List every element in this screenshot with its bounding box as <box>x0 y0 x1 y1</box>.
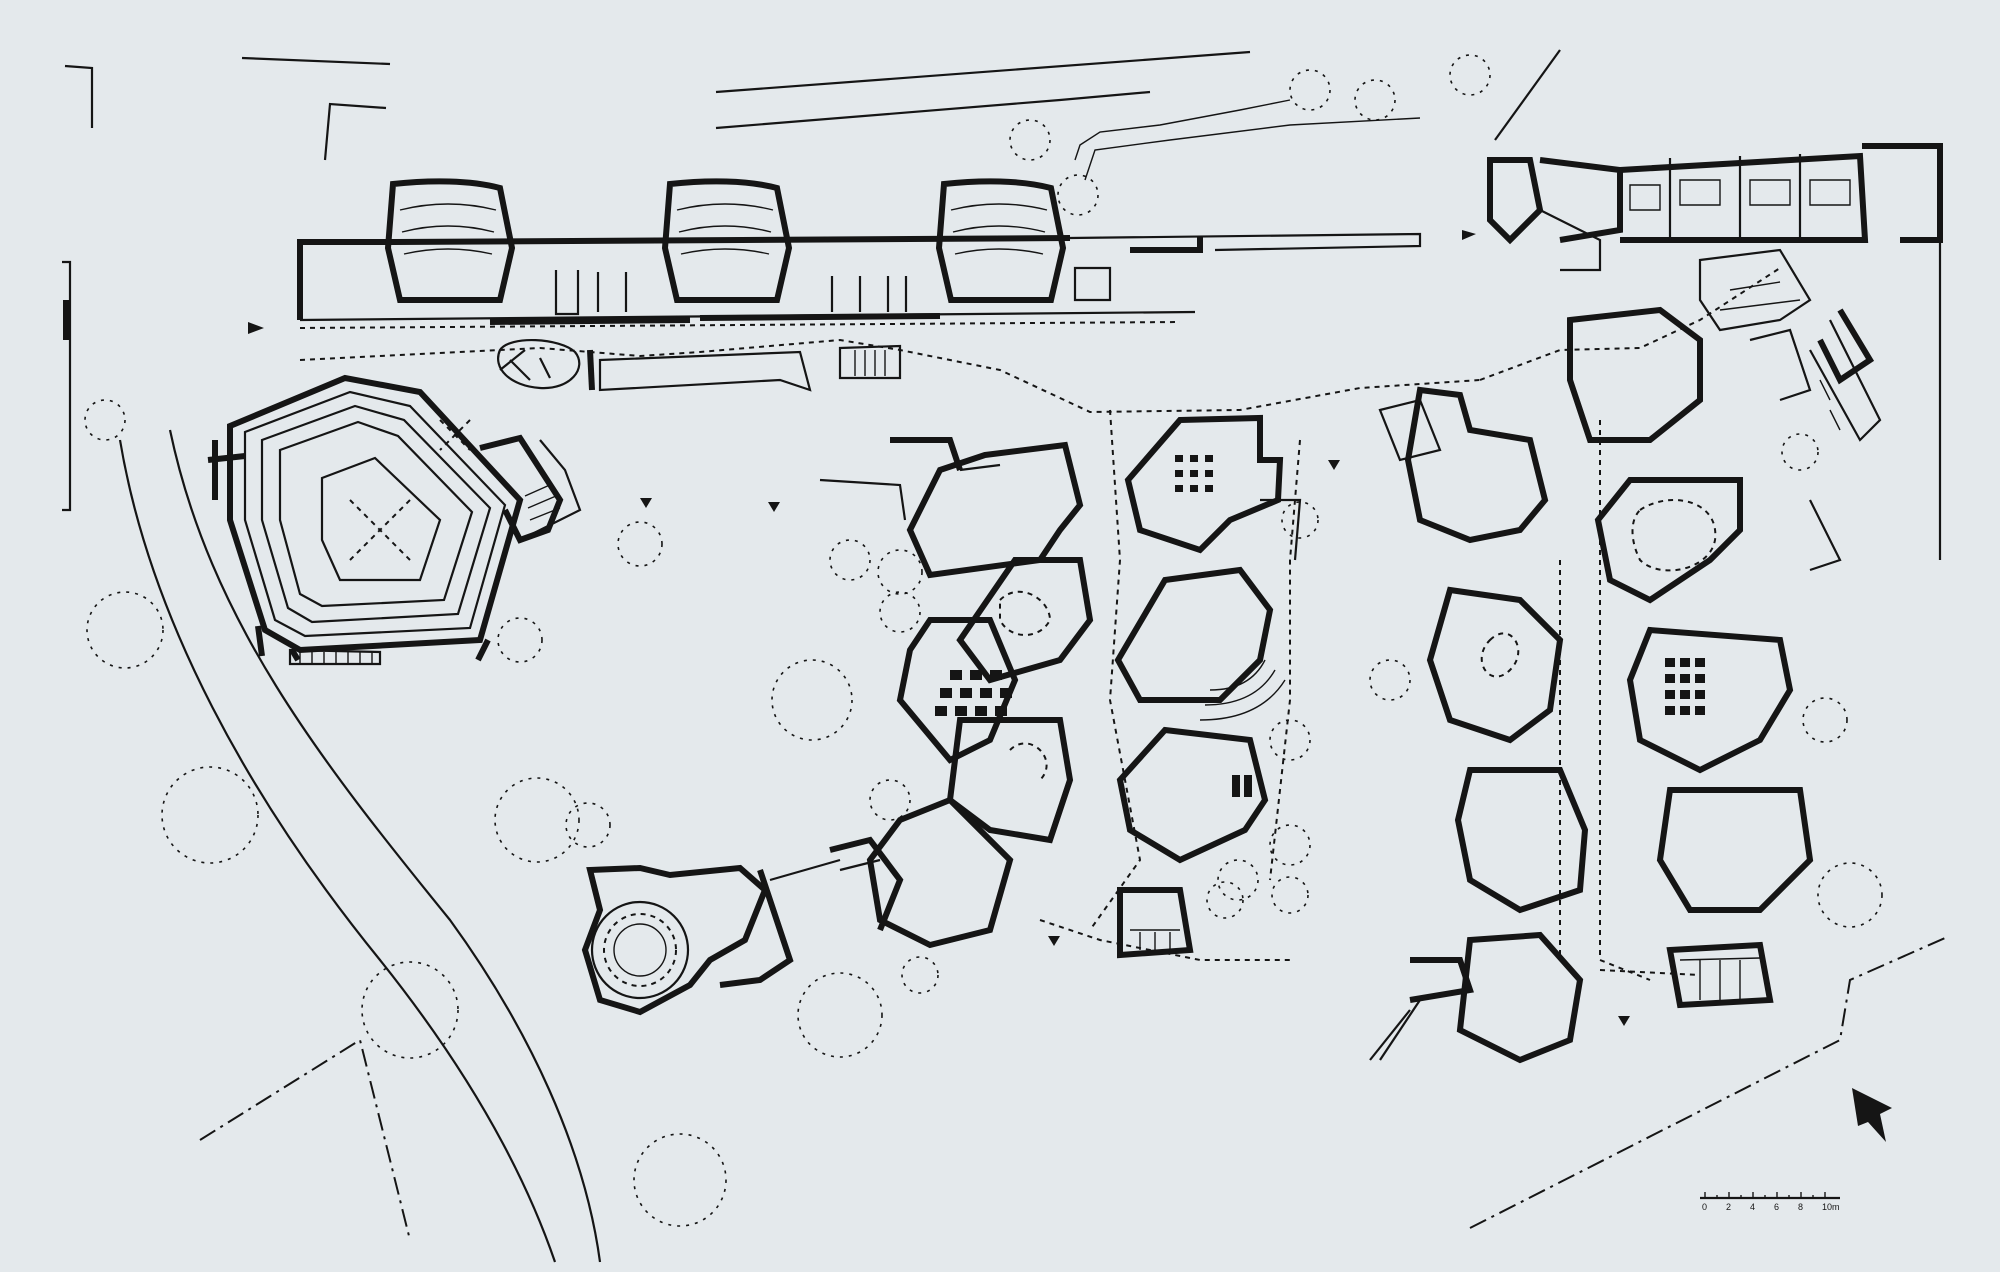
scale-label: 10m <box>1822 1202 1840 1212</box>
tree-icon <box>829 539 871 581</box>
tree-icon <box>1206 881 1244 919</box>
round-pavilion <box>581 858 841 1016</box>
lecture-hall-3 <box>935 178 1067 303</box>
site-boundary <box>62 49 1946 1263</box>
scale-label: 8 <box>1798 1202 1803 1212</box>
scale-bar: 0 2 4 6 8 10m <box>1700 1192 1840 1212</box>
tree-icon <box>361 961 459 1059</box>
tree-icon <box>1369 659 1411 701</box>
spiral-stair <box>497 339 902 392</box>
tree-icon <box>879 591 921 633</box>
lecture-hall-2 <box>661 178 793 303</box>
entrance-arrow-icon <box>248 322 264 334</box>
pentagon-auditorium <box>207 374 582 666</box>
trees <box>84 54 1883 1227</box>
seating-grid-d <box>1665 658 1705 715</box>
classroom-cluster-c <box>1369 386 1589 1064</box>
classroom-cluster-d <box>1567 306 1842 1009</box>
tree-icon <box>1269 824 1311 866</box>
tree-icon <box>494 777 580 863</box>
tree-icon <box>901 956 939 994</box>
tree-icon <box>877 549 923 595</box>
entrance-arrow-icon <box>1328 460 1340 470</box>
spiral-stair-icon <box>497 339 581 390</box>
tree-icon <box>617 521 663 567</box>
entrance-arrow-icon <box>1048 936 1060 946</box>
tree-icon <box>1781 433 1819 471</box>
desk-pair-b <box>1232 775 1252 797</box>
classroom-cluster-a <box>819 437 1094 949</box>
entrance-arrow-icon <box>1462 230 1476 240</box>
tree-icon <box>869 779 911 821</box>
tree-icon <box>1802 697 1848 743</box>
scale-label: 2 <box>1726 1202 1731 1212</box>
tree-icon <box>1269 719 1311 761</box>
tree-icon <box>1217 859 1259 901</box>
entrance-arrow-icon <box>768 502 780 512</box>
tree-icon <box>1281 501 1319 539</box>
scale-label: 6 <box>1774 1202 1779 1212</box>
tree-icon <box>497 617 543 663</box>
north-arrow-icon <box>1852 1088 1892 1142</box>
tree-icon <box>797 972 883 1058</box>
entrance-arrows <box>248 230 1630 1026</box>
seating-rows-b <box>1175 455 1213 492</box>
tree-icon <box>161 766 259 864</box>
tree-icon <box>771 659 853 741</box>
tree-icon <box>565 802 611 848</box>
scale-label: 0 <box>1702 1202 1707 1212</box>
tree-icon <box>633 1133 727 1227</box>
tree-icon <box>84 399 126 441</box>
circulation-paths <box>299 267 1781 981</box>
tree-icon <box>1354 79 1396 121</box>
lecture-hall-1 <box>384 178 516 303</box>
tree-icon <box>1289 69 1331 111</box>
admin-block <box>1487 152 1882 442</box>
entrance-arrow-icon <box>1618 1016 1630 1026</box>
tree-icon <box>1817 862 1883 928</box>
north-arrow <box>1852 1088 1892 1142</box>
lecture-hall-wing <box>297 99 1422 329</box>
seating-grid-a <box>935 670 1012 716</box>
tree-icon <box>1057 174 1099 216</box>
tree-icon <box>1449 54 1491 96</box>
entrance-arrow-icon <box>640 498 652 508</box>
tree-icon <box>1271 876 1309 914</box>
tree-icon <box>1009 119 1051 161</box>
scale-label: 4 <box>1750 1202 1755 1212</box>
classroom-cluster-b <box>1114 414 1302 959</box>
tree-icon <box>86 591 164 669</box>
